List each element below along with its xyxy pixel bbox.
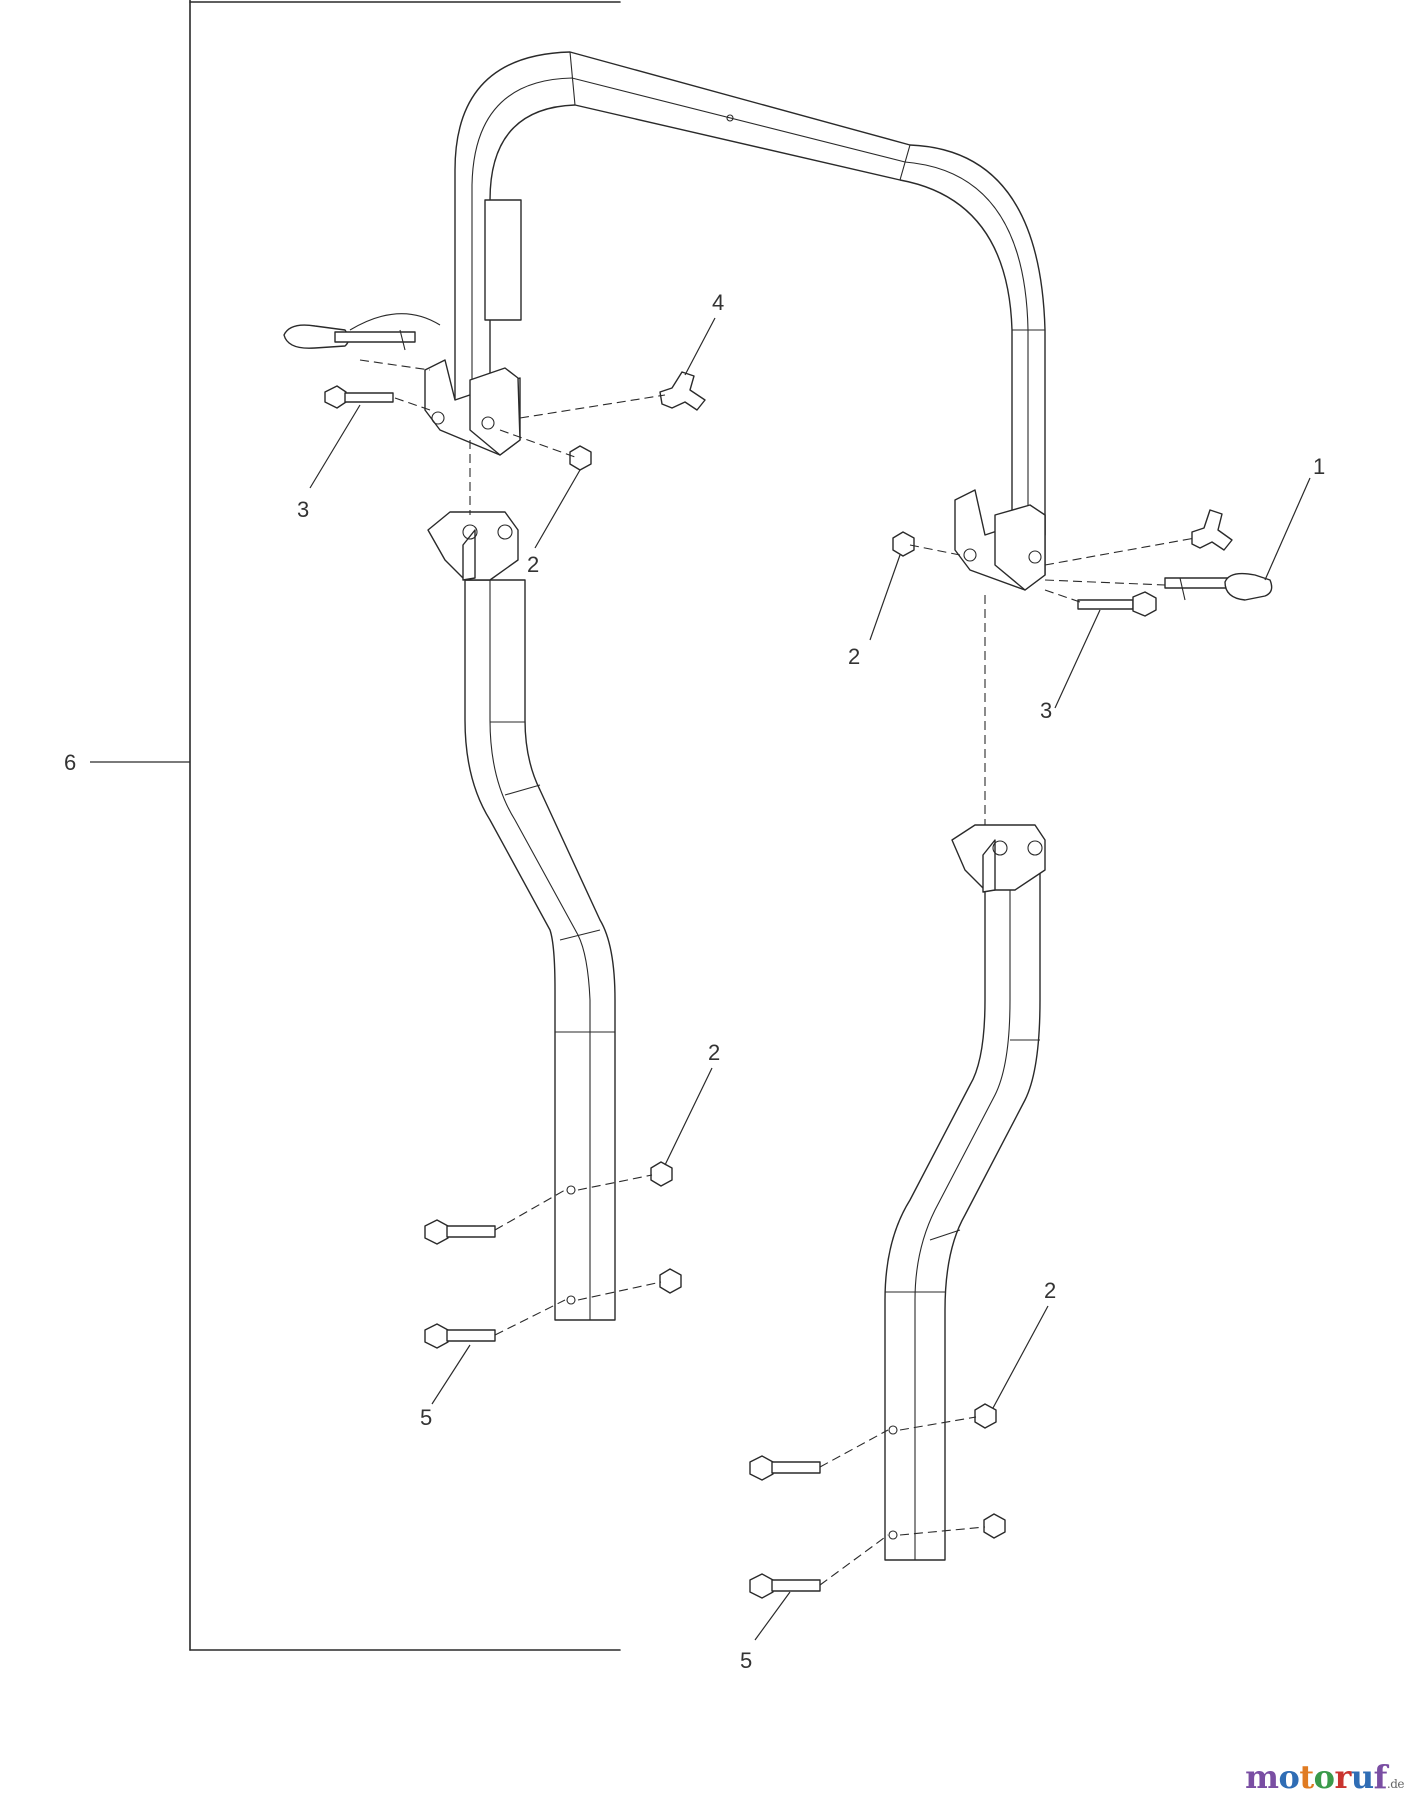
bolt-5-left-a [424,1219,496,1245]
bolt-3-right [1077,591,1157,617]
nut-right-b [983,1513,1006,1539]
nut-upper-left [569,445,592,471]
assembly-lines [359,359,1196,1586]
callout-5-left: 5 [420,1405,432,1430]
wing-knob-left [659,371,706,411]
watermark-letter: u [1350,1758,1374,1796]
callout-3-right: 3 [1040,698,1052,723]
leader-lines [309,317,1311,1641]
wing-knob-right [1191,509,1233,551]
left-lower-leg [427,511,616,1321]
watermark-letter: m [1245,1758,1279,1796]
callout-3-left: 3 [297,497,309,522]
watermark-letter: t [1299,1758,1314,1796]
bolt-3-left [324,385,394,409]
watermark-letter: o [1278,1758,1300,1796]
watermark-name: motoruf [1245,1758,1387,1796]
callout-2-lower-left: 2 [708,1040,720,1065]
callout-1: 1 [1313,454,1325,479]
callout-2-lower-right: 2 [1044,1278,1056,1303]
watermark-suffix: .de [1386,1777,1405,1791]
watermark-letter: r [1334,1758,1352,1796]
callout-5-right: 5 [740,1648,752,1673]
callout-2-upper-right: 2 [848,644,860,669]
bolt-5-right-b [749,1573,821,1599]
nut-left-b [659,1268,682,1294]
watermark-logo: motoruf.de [1245,1758,1404,1796]
assembly-bracket [90,0,621,1651]
bolt-5-right-a [749,1455,821,1481]
callout-4: 4 [712,290,724,315]
watermark-letter: o [1313,1758,1335,1796]
nut-right-a [974,1403,997,1429]
upper-right-hinge-bracket [954,489,1046,591]
watermark-letter: f [1373,1758,1388,1796]
nut-left-a [650,1161,673,1187]
callout-6: 6 [64,750,76,775]
hitch-pin-right [1164,572,1273,601]
upper-roll-bar [454,51,1046,536]
bolt-5-left-b [424,1323,496,1349]
right-lower-leg [884,824,1046,1561]
hitch-pin-left [283,313,441,351]
callout-2-upper-left: 2 [527,552,539,577]
nut-upper-right [892,531,915,557]
